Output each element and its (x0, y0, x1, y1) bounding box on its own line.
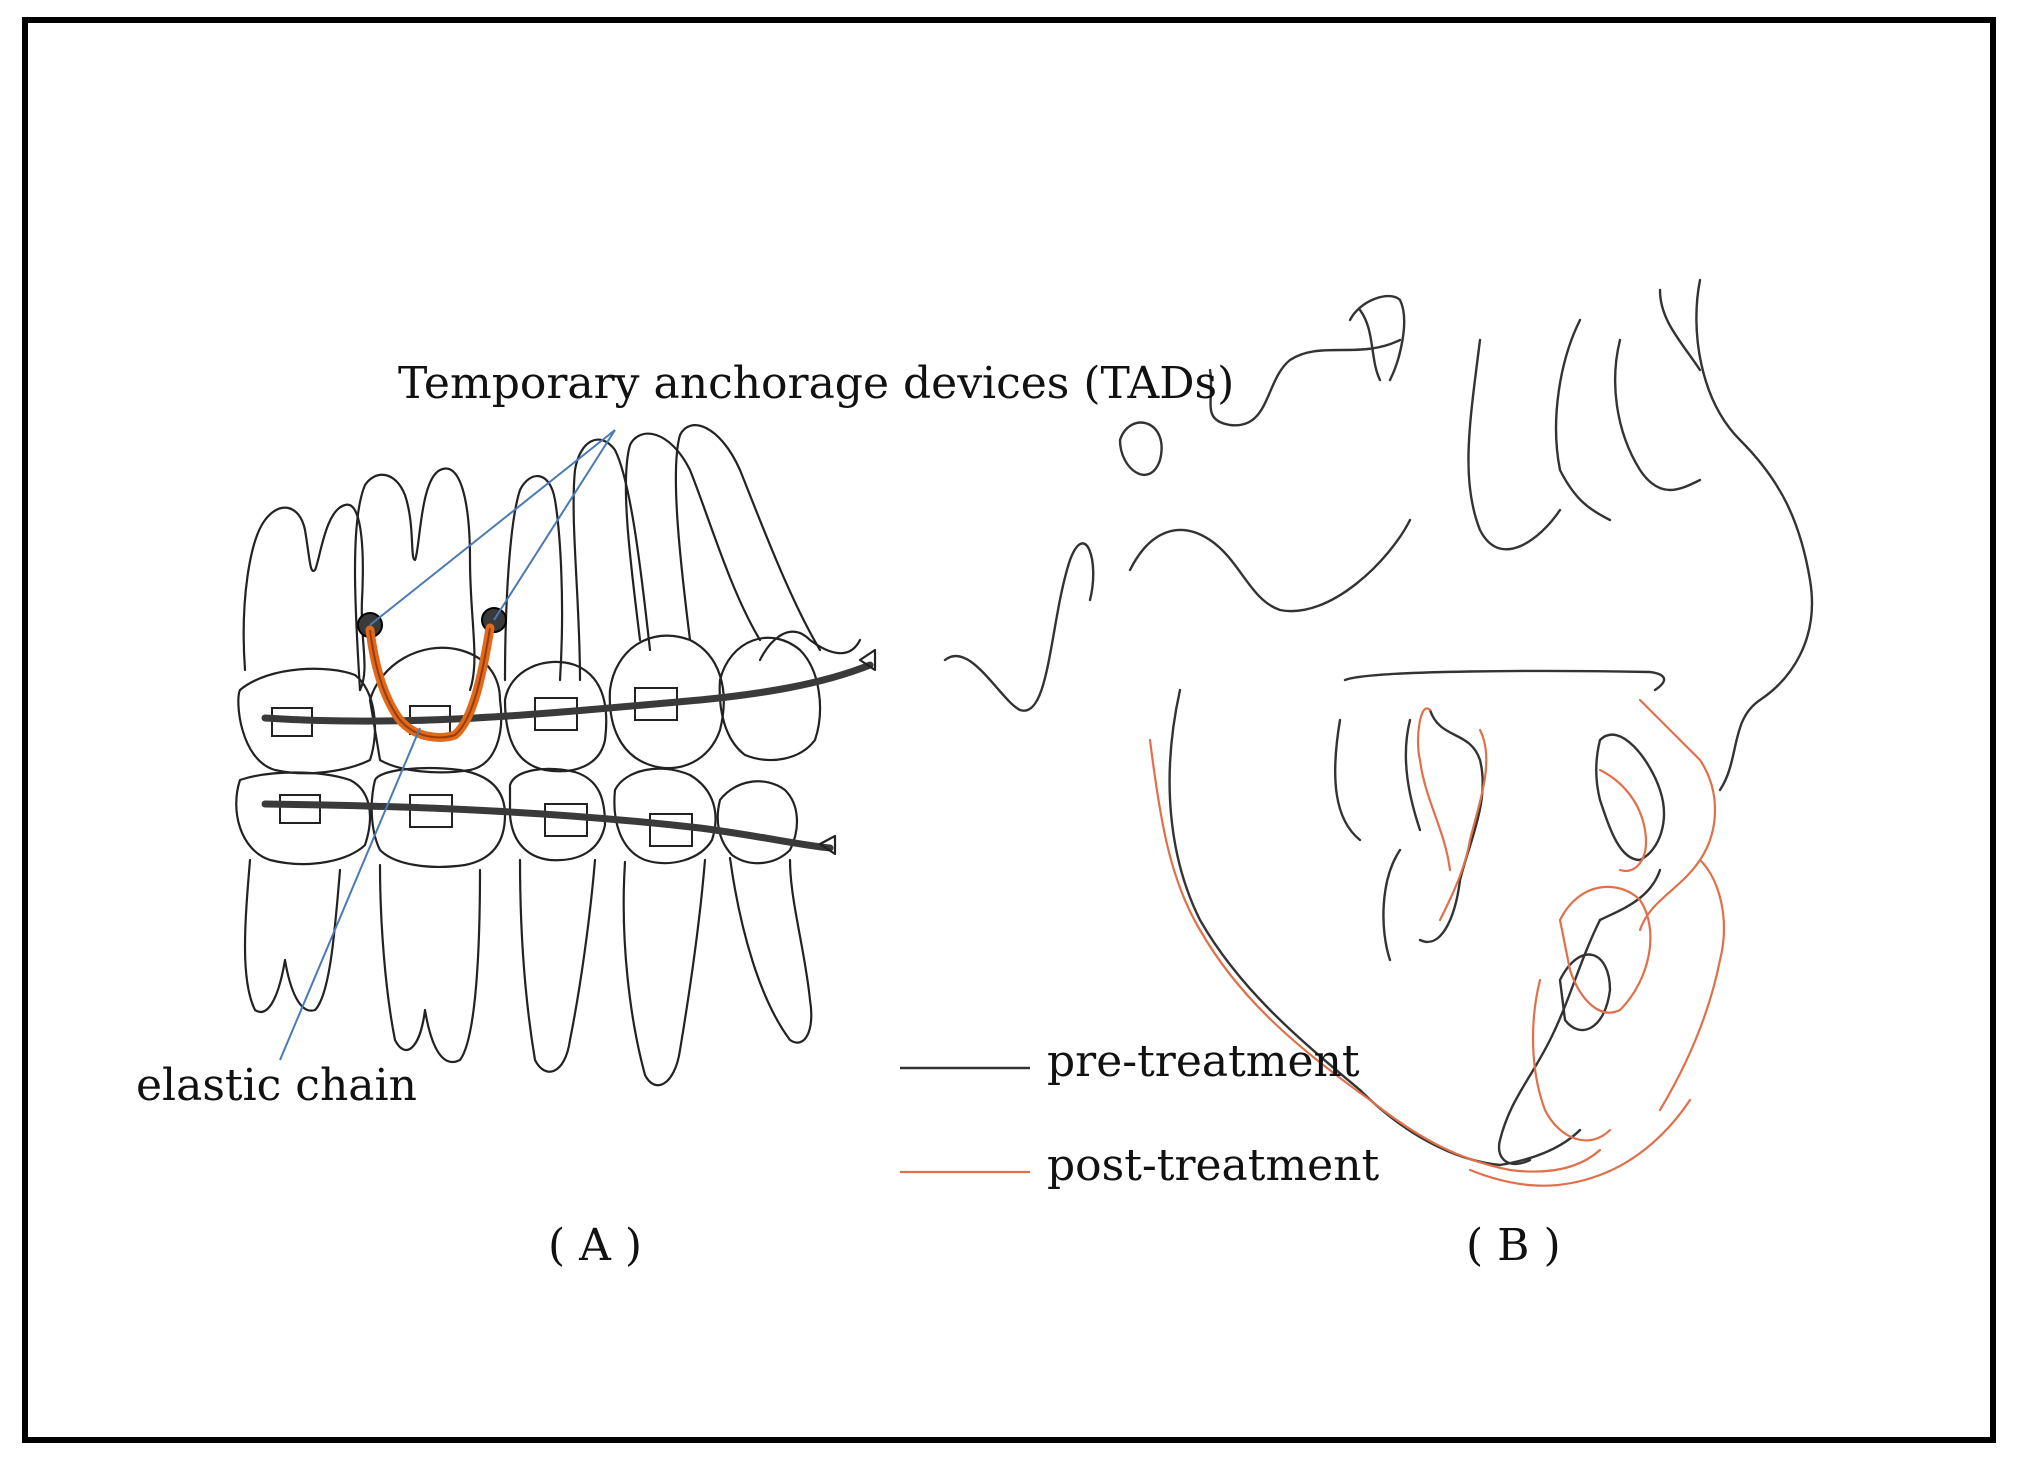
cephalometric-tracing (943, 278, 1814, 1187)
panel-a-label: ( A ) (548, 1220, 643, 1271)
panel-b-label: ( B ) (1466, 1220, 1561, 1271)
chain-pointer-line (279, 727, 421, 1061)
elastic-chain-label: elastic chain (136, 1060, 417, 1111)
tads-pointer-line (369, 429, 616, 626)
figure-border (22, 17, 1996, 1443)
dental-arch-drawing (235, 424, 877, 1087)
legend-post-treatment: post-treatment (1047, 1140, 1380, 1191)
bracket (279, 794, 321, 824)
lower-archwire (261, 800, 834, 852)
upper-archwire (261, 661, 874, 725)
bracket (649, 813, 693, 847)
tads-label: Temporary anchorage devices (TADs) (398, 358, 1235, 409)
legend-pre-treatment: pre-treatment (1047, 1036, 1360, 1087)
tads-pointer-line (493, 429, 616, 621)
